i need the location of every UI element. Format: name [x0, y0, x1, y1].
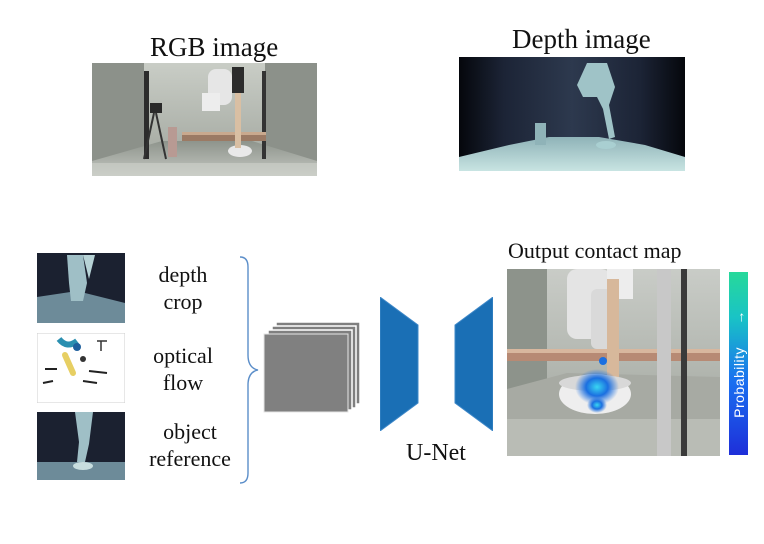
rgb-image: [92, 63, 317, 176]
label-optical-flow-line2: flow: [162, 370, 204, 395]
output-contact-map-image: [507, 269, 720, 456]
depth-image-title: Depth image: [512, 24, 651, 54]
stacked-feature-maps: [262, 318, 366, 414]
label-object-reference: object reference: [136, 418, 244, 472]
output-contact-map-title: Output contact map: [508, 238, 682, 263]
optical-flow-image: [37, 333, 125, 403]
label-object-reference-line2: reference: [149, 446, 231, 471]
grouping-brace: [238, 255, 268, 485]
depth-image: [459, 57, 685, 171]
rgb-image-title: RGB image: [150, 32, 279, 62]
colorbar-label: Probability →: [729, 272, 748, 455]
colorbar-label-text: Probability: [730, 346, 747, 418]
colorbar-arrow-icon: →: [730, 309, 747, 325]
unet-label: U-Net: [406, 440, 466, 466]
probability-colorbar: [729, 272, 748, 455]
label-optical-flow: optical flow: [138, 342, 228, 396]
depth-crop-image: [37, 253, 125, 323]
unet-decoder-shape: [453, 297, 493, 431]
label-object-reference-line1: object: [163, 419, 217, 444]
label-depth-crop-line1: depth: [158, 262, 208, 287]
label-depth-crop: depth crop: [138, 261, 228, 315]
object-reference-image: [37, 412, 125, 480]
unet-encoder-shape: [380, 297, 420, 431]
label-depth-crop-line2: crop: [163, 289, 203, 314]
label-optical-flow-line1: optical: [153, 343, 213, 368]
